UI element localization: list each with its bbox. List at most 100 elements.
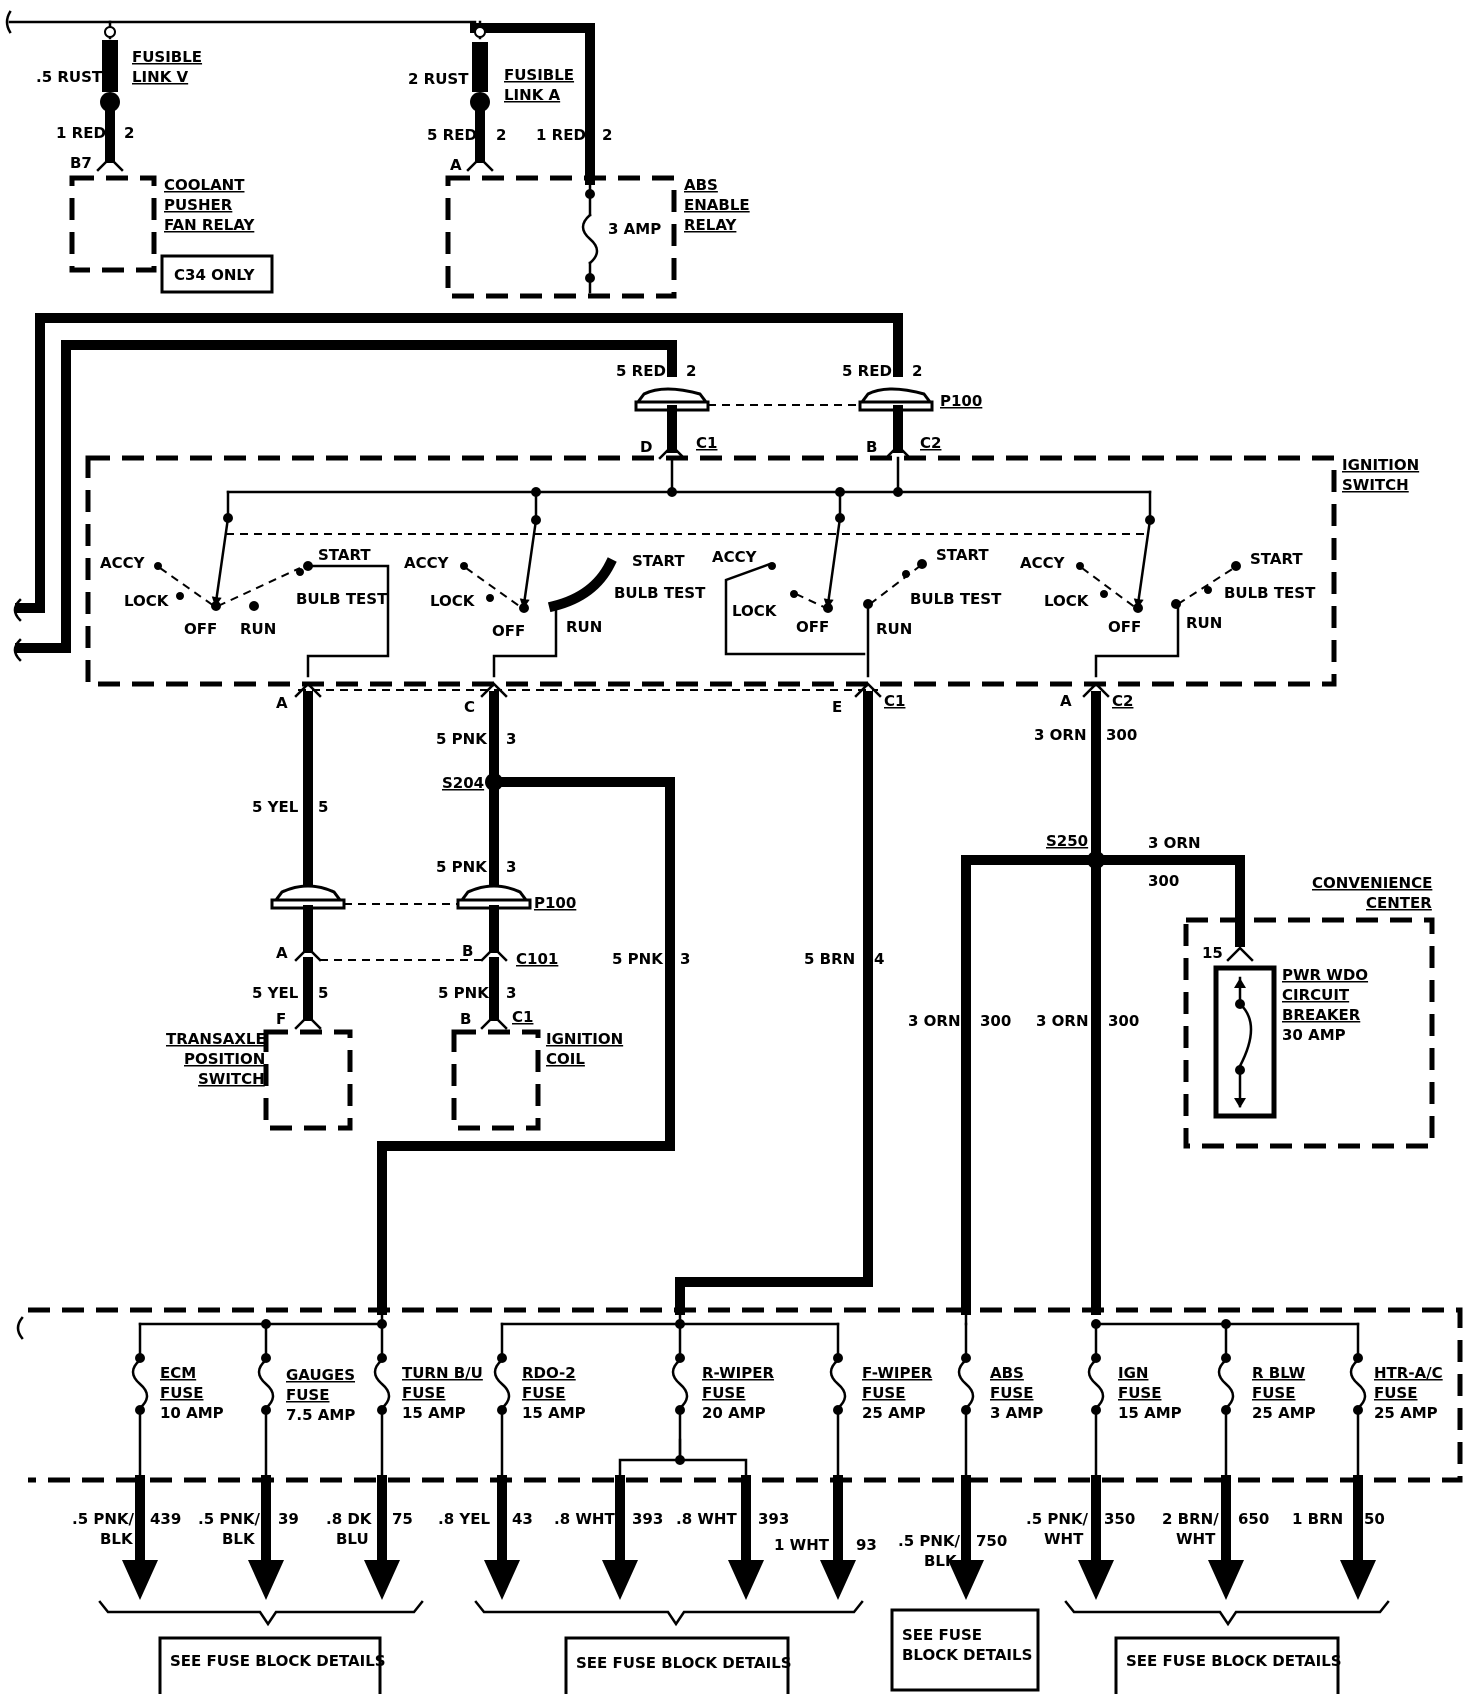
fuse-element — [257, 1322, 275, 1482]
ignition-switch: IGNITION SWITCH ACCY LOCK OFF RUN S — [85, 455, 1419, 716]
output-arrow — [728, 1475, 764, 1600]
p100-left-circuit: 2 — [686, 362, 696, 380]
yel-pin-a: A — [276, 944, 288, 962]
fuse-gauges-n2: FUSE — [286, 1386, 329, 1404]
fuse-element — [493, 1322, 511, 1482]
ign-pin-c: C — [464, 698, 475, 716]
orn-circuit-label-3: 300 — [980, 1012, 1011, 1030]
s3-lock: LOCK — [732, 602, 778, 620]
brn-circuit: 5 BRN 4 — [675, 691, 884, 1315]
brn-circuit-label: 4 — [874, 950, 884, 968]
out-gauges-w2: BLK — [222, 1530, 256, 1548]
fuse-gauges-n3: 7.5 AMP — [286, 1406, 355, 1424]
coolant-fan-relay: COOLANT PUSHER FAN RELAY C34 ONLY — [69, 175, 274, 294]
s2-bulb: BULB TEST — [614, 584, 706, 602]
conv-line1: PWR WDO — [1282, 966, 1368, 984]
fusible-v-out-wire: 1 RED — [56, 124, 106, 142]
orn-circuit-label-2: 300 — [1148, 872, 1179, 890]
conv-line2: CIRCUIT — [1282, 986, 1350, 1004]
transaxle-line1: TRANSAXLE — [166, 1030, 266, 1048]
fusible-a-out-circuit: 2 — [496, 126, 506, 144]
detail-brackets: SEE FUSE BLOCK DETAILS SEE FUSE BLOCK DE… — [98, 1600, 1390, 1694]
c34-only-note: C34 ONLY — [174, 266, 256, 284]
s1-bulb: BULB TEST — [296, 590, 388, 608]
fuse-turn-n3: 15 AMP — [402, 1404, 466, 1422]
yel-wire-label-1: 5 YEL — [252, 798, 299, 816]
ignition-switch-title1: IGNITION — [1342, 456, 1419, 474]
details-box2: SEE FUSE BLOCK DETAILS — [576, 1654, 792, 1672]
fuse-rwiper-n2: FUSE — [702, 1384, 745, 1402]
output-arrow — [948, 1475, 984, 1600]
r-wiper-split — [618, 1438, 748, 1482]
fuse-ign-n3: 15 AMP — [1118, 1404, 1182, 1422]
pnk-wire-label-3: 5 PNK — [438, 984, 490, 1002]
ignition-switch-title2: SWITCH — [1342, 476, 1409, 494]
out-rdo-w1: .8 YEL — [438, 1510, 490, 1528]
fuse-element — [1087, 1322, 1105, 1482]
splice-s204: S204 — [442, 774, 484, 792]
fuse-ecm-n1: ECM — [160, 1364, 196, 1382]
fusible-v-wire-label: .5 RUST — [36, 68, 103, 86]
coil-line1: IGNITION — [546, 1030, 623, 1048]
abs-relay-line1: ABS — [684, 176, 718, 194]
conv-pin: 15 — [1202, 944, 1223, 962]
ign-conn-c2: C2 — [1112, 692, 1133, 710]
s1-accy: ACCY — [100, 554, 146, 572]
fuse-rdo-n3: 15 AMP — [522, 1404, 586, 1422]
out-ecm-w2: BLK — [100, 1530, 134, 1548]
fuse-element — [957, 1322, 975, 1482]
ign-pin-a2: A — [1060, 692, 1072, 710]
splice-s250: S250 — [1046, 832, 1088, 850]
pnk-wire-label-4: 5 PNK — [612, 950, 664, 968]
fuse-turn-n2: FUSE — [402, 1384, 445, 1402]
yel-circuit-label-2: 5 — [318, 984, 328, 1002]
out-rwiper2-w1: .8 WHT — [676, 1510, 737, 1528]
out-rwiper2-c: 393 — [758, 1510, 789, 1528]
out-fwiper-w1: 1 WHT — [774, 1536, 830, 1554]
ign-pin-a: A — [276, 694, 288, 712]
s1-run: RUN — [240, 620, 276, 638]
s1-start: START — [318, 546, 371, 564]
p100-left-wire: 5 RED — [616, 362, 666, 380]
out-ecm-c: 439 — [150, 1510, 181, 1528]
out-turn-w2: BLU — [336, 1530, 369, 1548]
s4-accy: ACCY — [1020, 554, 1066, 572]
out-ign-w2: WHT — [1044, 1530, 1084, 1548]
coolant-relay-line2: PUSHER — [164, 196, 233, 214]
fuse-rdo-n1: RDO-2 — [522, 1364, 576, 1382]
s3-run: RUN — [876, 620, 912, 638]
out-gauges-w1: .5 PNK/ — [198, 1510, 261, 1528]
out-rblw-c: 650 — [1238, 1510, 1269, 1528]
out-fwiper-c: 93 — [856, 1536, 877, 1554]
out-rblw-w1: 2 BRN/ — [1162, 1510, 1219, 1528]
out-htr-w1: 1 BRN — [1292, 1510, 1343, 1528]
p100-right-pin: B — [866, 438, 877, 456]
yel-wire-label-2: 5 YEL — [252, 984, 299, 1002]
fusible-link-a: 2 RUST FUSIBLE LINK A 5 RED 2 A 1 RED 2 — [408, 20, 612, 174]
fuse-ecm-n2: FUSE — [160, 1384, 203, 1402]
fusible-link-v: .5 RUST FUSIBLE LINK V 1 RED 2 B7 — [36, 20, 202, 172]
fuse-rwiper-n3: 20 AMP — [702, 1404, 766, 1422]
s2-accy: ACCY — [404, 554, 450, 572]
abs-enable-relay: 3 AMP ABS ENABLE RELAY — [445, 175, 750, 299]
fuse-rdo-n2: FUSE — [522, 1384, 565, 1402]
fuse-rblw-n1: R BLW — [1252, 1364, 1306, 1382]
switch-section-1: ACCY LOCK OFF RUN START BULB TEST — [100, 490, 390, 678]
fuse-turn-n1: TURN B/U — [402, 1364, 483, 1382]
out-ign-c: 350 — [1104, 1510, 1135, 1528]
s3-start: START — [936, 546, 989, 564]
pnk-circuit-label-4: 3 — [680, 950, 690, 968]
s1-lock: LOCK — [124, 592, 170, 610]
transaxle-line2: POSITION — [184, 1050, 265, 1068]
out-abs-w2: BLK — [924, 1552, 958, 1570]
fuse-fwiper-n2: FUSE — [862, 1384, 905, 1402]
output-arrow — [602, 1475, 638, 1600]
fuse-ecm-n3: 10 AMP — [160, 1404, 224, 1422]
out-rdo-c: 43 — [512, 1510, 533, 1528]
conv-title2: CENTER — [1366, 894, 1432, 912]
s1-off: OFF — [184, 620, 217, 638]
fusible-a-right-wire: 1 RED — [536, 126, 586, 144]
orn-circuit: 3 ORN 300 S250 3 ORN 300 3 ORN 300 3 ORN… — [908, 691, 1245, 1315]
yel-circuit-label-1: 5 — [318, 798, 328, 816]
s2-off: OFF — [492, 622, 525, 640]
